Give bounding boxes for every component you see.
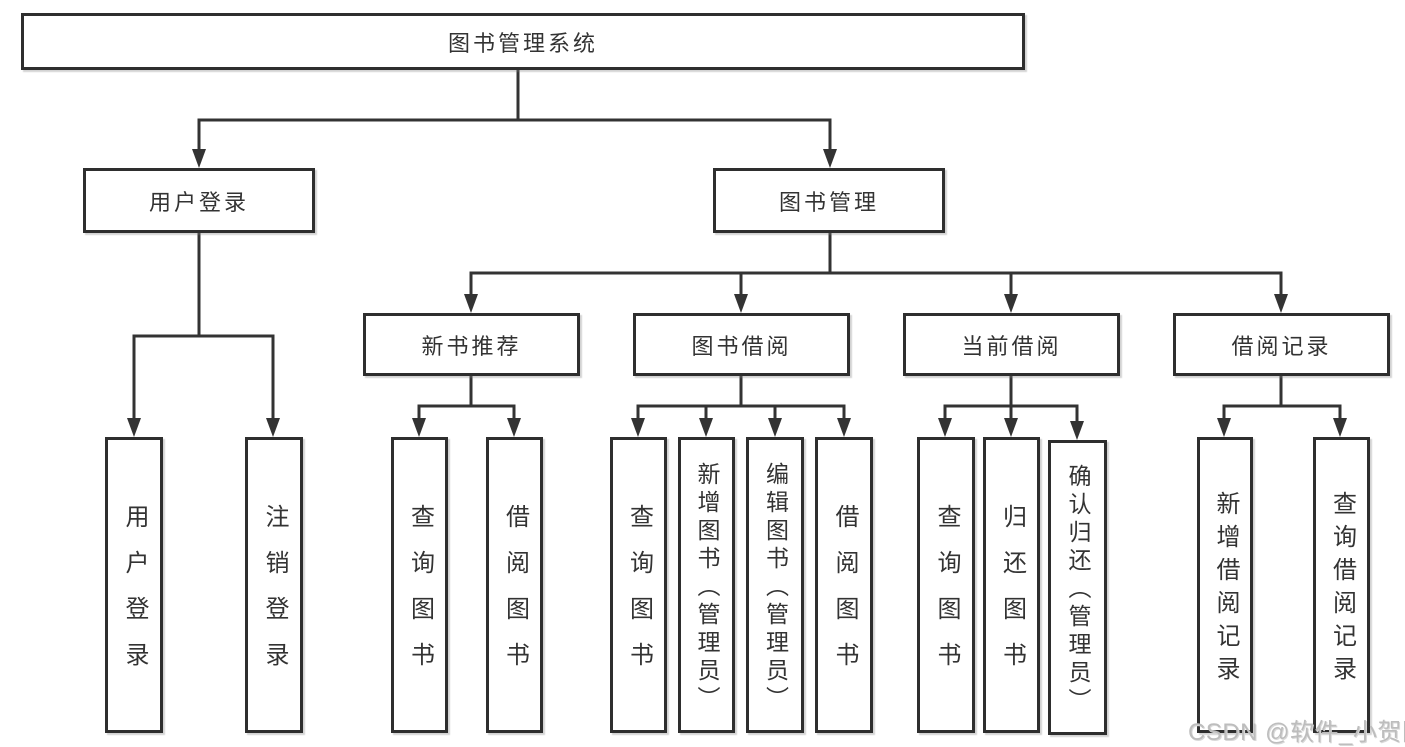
node-label: 当前借阅 [961,333,1062,359]
node-leaf-borrow-books: 借阅图书 [486,437,543,733]
node-leaf-user-login: 用户登录 [105,437,163,733]
node-label: 归还图书 [998,504,1026,688]
node-label: 查询图书 [933,504,960,688]
node-label: 查询借阅记录 [1328,490,1356,689]
node-leaf-query-books: 查询图书 [610,437,667,733]
node-leaf-confirm-return-admin: 确认归还（管理员） [1048,440,1107,735]
node-label: 借阅图书 [501,504,529,688]
node-label: 用户登录 [121,504,148,688]
node-label: 编辑图书（管理员） [762,461,789,714]
node-system-root: 图书管理系统 [21,13,1025,70]
node-label: 查询图书 [406,504,434,688]
node-label: 新增借阅记录 [1212,490,1239,689]
node-label: 注销登录 [261,504,288,688]
node-leaf-query-borrow-record: 查询借阅记录 [1313,437,1370,733]
node-label: 新书推荐 [421,333,522,359]
node-leaf-query-books: 查询图书 [917,437,975,733]
node-book-management: 图书管理 [713,168,945,233]
node-user-login: 用户登录 [83,168,315,233]
node-label: 查询图书 [625,504,653,688]
node-borrow-records: 借阅记录 [1173,313,1390,376]
node-label: 图书管理系统 [447,30,598,56]
node-leaf-edit-books-admin: 编辑图书（管理员） [746,437,804,733]
node-leaf-add-books-admin: 新增图书（管理员） [678,437,735,733]
node-label: 借阅图书 [831,504,858,688]
node-label: 图书管理 [778,189,879,215]
node-current-borrow: 当前借阅 [903,313,1120,376]
node-label: 用户登录 [148,189,249,215]
node-label: 新增图书（管理员） [694,461,720,714]
node-label: 确认归还（管理员） [1065,464,1091,716]
node-leaf-query-books: 查询图书 [391,437,448,733]
node-leaf-borrow-books: 借阅图书 [815,437,873,733]
node-new-book-recommend: 新书推荐 [363,313,580,376]
node-label: 图书借阅 [691,333,792,359]
node-book-borrow: 图书借阅 [633,313,850,376]
node-leaf-return-books: 归还图书 [983,437,1040,733]
node-leaf-add-borrow-record: 新增借阅记录 [1197,437,1253,733]
node-label: 借阅记录 [1231,333,1332,359]
csdn-watermark: CSDN @软件_小贺同学 [1188,719,1405,746]
node-leaf-logout: 注销登录 [245,437,303,733]
